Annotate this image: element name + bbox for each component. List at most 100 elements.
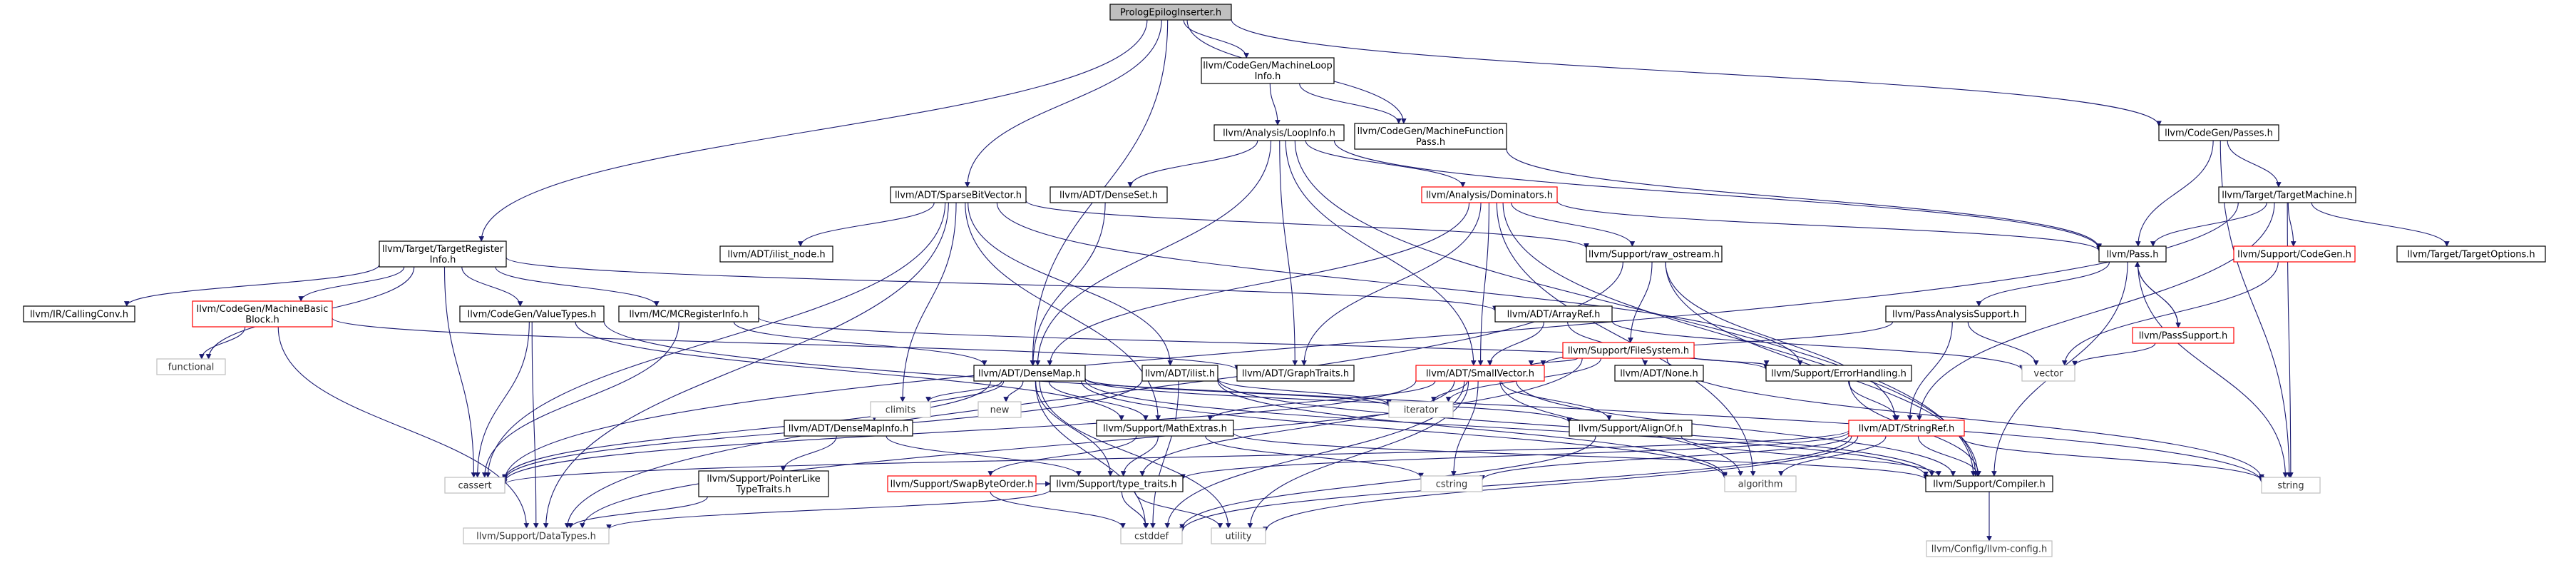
- node-tt-label-line: llvm/Support/type_traits.h: [1056, 480, 1177, 490]
- node-mri[interactable]: llvm/MC/MCRegisterInfo.h: [618, 305, 759, 323]
- edge-smallvec-to-compiler: [1516, 380, 1956, 477]
- node-cgvt-label-line: llvm/CodeGen/ValueTypes.h: [468, 310, 597, 320]
- node-tto[interactable]: llvm/Target/TargetOptions.h: [2396, 245, 2546, 263]
- edge-fs-to-errh: [1693, 357, 1770, 366]
- node-compiler-label-line: llvm/Support/Compiler.h: [1933, 480, 2045, 490]
- node-ilistnode[interactable]: llvm/ADT/ilist_node.h: [719, 245, 833, 263]
- edge-stringref-to-cstddef: [1179, 435, 1852, 532]
- node-algorithm-box: [1724, 475, 1797, 492]
- edge-dom-to-pass: [1556, 201, 2102, 252]
- node-dmi[interactable]: llvm/ADT/DenseMapInfo.h: [784, 420, 913, 437]
- node-alignof[interactable]: llvm/Support/AlignOf.h: [1569, 420, 1693, 437]
- edge-dom-to-algorithm: [1496, 202, 1756, 477]
- node-ps[interactable]: llvm/PassSupport.h: [2132, 327, 2234, 344]
- node-denseset-box: [1050, 186, 1168, 203]
- node-tto-box: [2396, 245, 2546, 263]
- edge-tm-to-scg: [2287, 202, 2297, 247]
- edge-sbv-to-cassert: [485, 202, 946, 478]
- node-fs[interactable]: llvm/Support/FileSystem.h: [1562, 342, 1695, 359]
- node-denseset[interactable]: llvm/ADT/DenseSet.h: [1050, 186, 1168, 203]
- edge-sbv-to-rawos: [1025, 200, 1589, 249]
- node-ilist[interactable]: llvm/ADT/ilist.h: [1141, 365, 1218, 382]
- edge-sbv-to-errh: [996, 202, 1803, 366]
- node-fs-box: [1562, 342, 1695, 359]
- node-climits-label-line: climits: [886, 405, 916, 416]
- node-sbv[interactable]: llvm/ADT/SparseBitVector.h: [890, 186, 1027, 203]
- edge-ilist-to-iterator: [1217, 378, 1392, 405]
- node-cstring: cstring: [1420, 475, 1483, 492]
- node-swap[interactable]: llvm/Support/SwapByteOrder.h: [887, 475, 1037, 492]
- node-iterator: iterator: [1388, 401, 1454, 418]
- node-passes[interactable]: llvm/CodeGen/Passes.h: [2158, 124, 2279, 141]
- node-none[interactable]: llvm/ADT/None.h: [1614, 365, 1704, 382]
- edge-fs-to-smallvec: [1528, 357, 1579, 366]
- edge-tri-to-arrayref: [506, 257, 1498, 312]
- node-cgvt[interactable]: llvm/CodeGen/ValueTypes.h: [459, 305, 605, 323]
- edge-dom-to-smallvec: [1477, 202, 1489, 366]
- node-ilistnode-box: [719, 245, 833, 263]
- node-ps-box: [2132, 327, 2234, 344]
- node-ilist-box: [1141, 365, 1218, 382]
- node-graphtraits-label-line: llvm/ADT/GraphTraits.h: [1242, 369, 1349, 380]
- node-iterator-box: [1388, 401, 1454, 418]
- node-dom[interactable]: llvm/Analysis/Dominators.h: [1421, 186, 1558, 203]
- node-tm-box: [2218, 186, 2356, 203]
- edge-sbv-to-climits: [900, 202, 957, 402]
- edge-mathx-to-compiler: [1233, 432, 1929, 480]
- edge-arrayref-to-vector: [1611, 320, 2025, 371]
- node-dom-box: [1421, 186, 1558, 203]
- node-stringref[interactable]: llvm/ADT/StringRef.h: [1848, 420, 1965, 437]
- node-cassert-label-line: cassert: [458, 481, 491, 492]
- node-cc[interactable]: llvm/IR/CallingConv.h: [23, 305, 135, 323]
- node-tm[interactable]: llvm/Target/TargetMachine.h: [2218, 186, 2356, 203]
- node-pas[interactable]: llvm/PassAnalysisSupport.h: [1885, 305, 2026, 323]
- node-mbb-label-line: llvm/CodeGen/MachineBasic: [197, 304, 329, 315]
- node-mathx[interactable]: llvm/Support/MathExtras.h: [1096, 420, 1234, 437]
- node-functional-label-line: functional: [168, 362, 215, 373]
- node-climits: climits: [870, 401, 931, 418]
- node-mli-box: [1201, 57, 1335, 84]
- node-rawos[interactable]: llvm/Support/raw_ostream.h: [1586, 245, 1723, 263]
- node-arrayref[interactable]: llvm/ADT/ArrayRef.h: [1494, 305, 1613, 323]
- node-errh[interactable]: llvm/Support/ErrorHandling.h: [1765, 365, 1912, 382]
- edge-dom-to-rawos: [1511, 202, 1636, 247]
- edge-densemap-to-tt: [1035, 380, 1114, 477]
- edge-pas-to-stringref: [1907, 321, 1953, 421]
- node-tm-label-line: llvm/Target/TargetMachine.h: [2222, 191, 2353, 201]
- node-mathx-label-line: llvm/Support/MathExtras.h: [1103, 424, 1227, 435]
- edge-rawos-to-fs: [1628, 261, 1653, 343]
- node-pass[interactable]: llvm/Pass.h: [2098, 245, 2167, 263]
- edge-stringref-to-compiler: [1917, 435, 1981, 477]
- node-tt[interactable]: llvm/Support/type_traits.h: [1050, 475, 1184, 492]
- edge-li-to-densemap: [1035, 140, 1272, 366]
- node-compiler[interactable]: llvm/Support/Compiler.h: [1925, 475, 2053, 492]
- node-smallvec[interactable]: llvm/ADT/SmallVector.h: [1415, 365, 1545, 382]
- node-smallvec-box: [1415, 365, 1545, 382]
- node-root[interactable]: PrologEpilogInserter.h: [1109, 4, 1232, 21]
- node-cc-box: [23, 305, 135, 323]
- node-dom-label-line: llvm/Analysis/Dominators.h: [1426, 191, 1553, 201]
- node-li[interactable]: llvm/Analysis/LoopInfo.h: [1213, 124, 1345, 141]
- edge-fs-to-string: [1666, 357, 2264, 480]
- node-pas-box: [1885, 305, 2026, 323]
- node-datatypes-box: [463, 527, 610, 544]
- edge-swap-to-cstddef: [990, 491, 1126, 529]
- node-ilist-label-line: llvm/ADT/ilist.h: [1145, 369, 1215, 380]
- node-datatypes-label-line: llvm/Support/DataTypes.h: [476, 532, 596, 542]
- node-densemap[interactable]: llvm/ADT/DenseMap.h: [973, 365, 1086, 382]
- edge-li-to-graphtraits: [1279, 140, 1298, 366]
- node-pass-box: [2098, 245, 2167, 263]
- edge-tri-to-cassert: [443, 266, 477, 478]
- node-graphtraits[interactable]: llvm/ADT/GraphTraits.h: [1236, 365, 1355, 382]
- node-scg[interactable]: llvm/Support/CodeGen.h: [2233, 245, 2356, 263]
- node-tri-box: [379, 240, 507, 268]
- edge-tm-to-tto: [2311, 202, 2450, 247]
- edge-root-to-tri: [478, 19, 1148, 242]
- edge-stringref-to-algorithm: [1778, 435, 1887, 477]
